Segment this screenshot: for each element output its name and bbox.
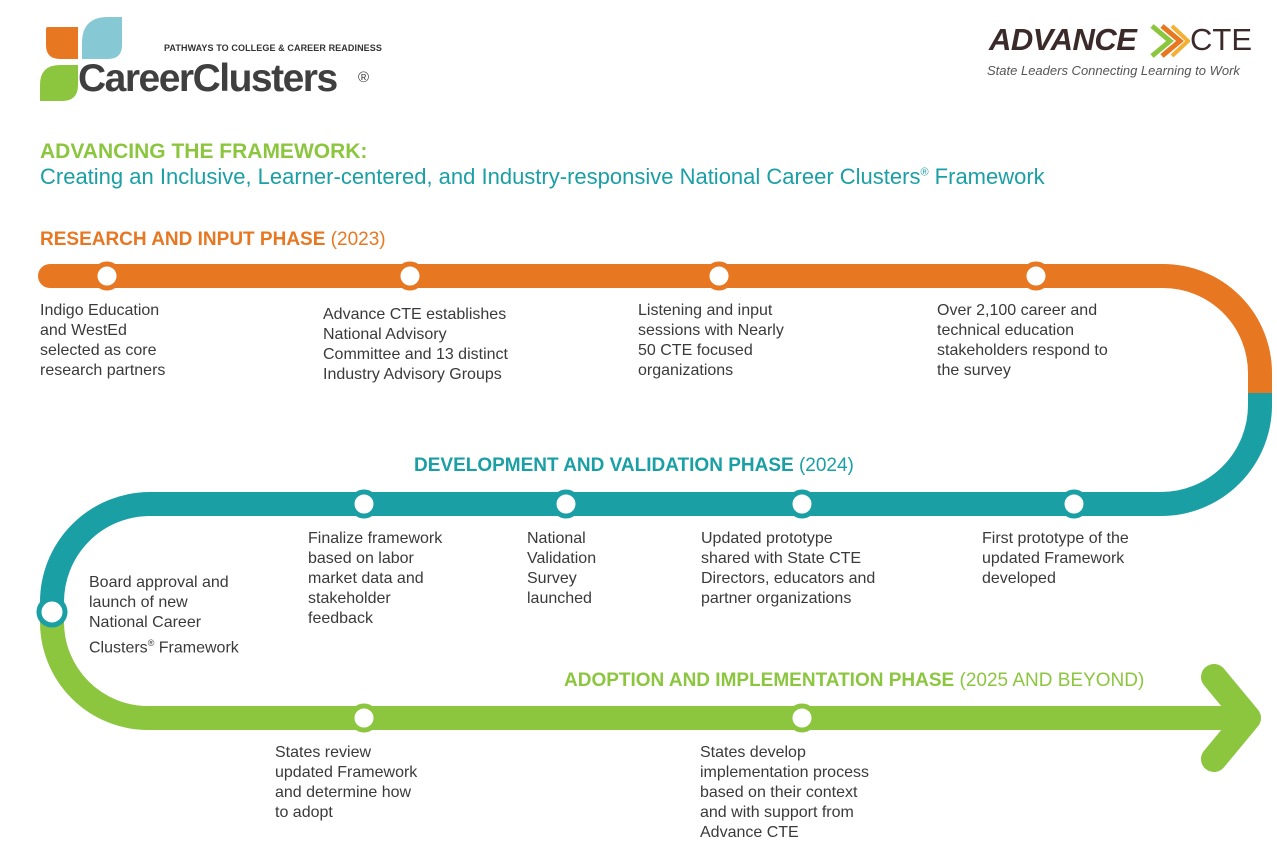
milestone-line: First prototype of the <box>982 530 1129 547</box>
milestone-survey-response: Over 2,100 career and technical educatio… <box>937 301 1108 381</box>
milestone-validation-survey: National Validation Survey launched <box>527 529 596 609</box>
milestone-line: implementation process <box>700 764 869 781</box>
milestone-line: technical education <box>937 322 1074 339</box>
milestone-line: Finalize framework <box>308 530 443 547</box>
phase-name: RESEARCH AND INPUT PHASE <box>40 229 326 250</box>
page-headline: ADVANCING THE FRAMEWORK: <box>40 140 368 163</box>
phase-year: (2024) <box>798 455 854 476</box>
milestone-line: organizations <box>638 362 734 379</box>
milestone-line: stakeholder <box>308 590 391 607</box>
node-research-4 <box>1021 261 1051 291</box>
milestone-line: based on labor <box>308 550 414 567</box>
node-development-1 <box>1059 489 1089 519</box>
node-research-2 <box>395 261 425 291</box>
phase-label-research: RESEARCH AND INPUT PHASE (2023) <box>40 229 386 251</box>
milestone-line: selected as core <box>40 342 157 359</box>
milestone-line: Board approval and <box>89 574 229 591</box>
milestone-line: Industry Advisory Groups <box>323 366 502 383</box>
milestone-board-approval: Board approval and launch of new Nationa… <box>89 573 239 658</box>
node-development-2 <box>787 489 817 519</box>
milestone-finalize-framework: Finalize framework based on labor market… <box>308 529 442 629</box>
node-research-3 <box>704 261 734 291</box>
subhead-reg: ® <box>920 166 929 179</box>
logo-name: CareerClusters <box>78 57 338 100</box>
page-subheadline: Creating an Inclusive, Learner-centered,… <box>40 164 1045 190</box>
partner-tagline: State Leaders Connecting Learning to Wor… <box>987 63 1240 78</box>
milestone-line: and WestEd <box>40 322 127 339</box>
milestone-line: and with support from <box>700 804 854 821</box>
research-track <box>38 264 1272 405</box>
milestone-line: the survey <box>937 362 1011 379</box>
milestone-line: Directors, educators and <box>701 570 876 587</box>
milestone-line: States develop <box>700 744 806 761</box>
milestone-research-partners: Indigo Education and WestEd selected as … <box>40 301 165 381</box>
partner-logo-word: ADVANCE <box>989 22 1137 57</box>
phase-year: (2023) <box>330 229 386 250</box>
logo-registered-mark: ® <box>358 69 370 86</box>
development-track <box>40 393 1272 612</box>
milestone-line: National <box>527 530 586 547</box>
milestone-line: launched <box>527 590 592 607</box>
milestone-line: partner organizations <box>701 590 852 607</box>
milestone-advisory-committee: Advance CTE establishes National Advisor… <box>323 305 508 385</box>
milestone-first-prototype: First prototype of the updated Framework… <box>982 529 1129 589</box>
node-adoption-2 <box>787 703 817 733</box>
milestone-line: Advance CTE establishes <box>323 306 507 323</box>
milestone-states-develop: States develop implementation process ba… <box>700 743 869 843</box>
phase-name: DEVELOPMENT AND VALIDATION PHASE <box>414 455 794 476</box>
node-development-4 <box>349 489 379 519</box>
milestone-line: and determine how <box>275 784 412 801</box>
node-development-3 <box>551 489 581 519</box>
milestone-line: Over 2,100 career and <box>937 302 1098 319</box>
milestone-line: Listening and input <box>638 302 773 319</box>
milestone-line: to adopt <box>275 804 333 821</box>
subhead-text: Creating an Inclusive, Learner-centered,… <box>40 164 921 189</box>
milestone-line: Clusters® Framework <box>89 633 239 658</box>
phase-label-development: DEVELOPMENT AND VALIDATION PHASE (2024) <box>414 455 854 477</box>
phase-name: ADOPTION AND IMPLEMENTATION PHASE <box>564 670 955 691</box>
milestone-line: 50 CTE focused <box>638 342 753 359</box>
milestone-line: based on their context <box>700 784 858 801</box>
milestone-states-review: States review updated Framework and dete… <box>275 743 417 823</box>
milestone-line: Survey <box>527 570 577 587</box>
board-line-reg: ® <box>147 638 155 648</box>
board-line-text: Clusters <box>89 639 148 657</box>
milestone-line: Indigo Education <box>40 302 160 319</box>
milestone-line: Updated prototype <box>701 530 833 547</box>
phase-label-adoption: ADOPTION AND IMPLEMENTATION PHASE (2025 … <box>564 670 1144 692</box>
board-line-end: Framework <box>154 639 239 657</box>
milestone-line: Committee and 13 distinct <box>323 346 508 363</box>
partner-logo-cte: CTE <box>1190 22 1252 57</box>
milestone-line: National Career <box>89 614 202 631</box>
arrow-head <box>1201 664 1261 772</box>
career-clusters-logo-mark <box>40 17 122 101</box>
milestone-line: launch of new <box>89 594 188 611</box>
milestone-line: shared with State CTE <box>701 550 862 567</box>
milestone-line: developed <box>982 570 1056 587</box>
logo-tagline: PATHWAYS TO COLLEGE & CAREER READINESS <box>164 43 382 53</box>
milestone-line: Advance CTE <box>700 824 799 841</box>
milestone-line: National Advisory <box>323 326 447 343</box>
milestone-line: updated Framework <box>275 764 418 781</box>
milestone-listening-sessions: Listening and input sessions with Nearly… <box>638 301 784 381</box>
milestone-line: sessions with Nearly <box>638 322 784 339</box>
milestone-line: research partners <box>40 362 166 379</box>
milestone-line: market data and <box>308 570 424 587</box>
milestone-line: stakeholders respond to <box>937 342 1108 359</box>
milestone-line: updated Framework <box>982 550 1125 567</box>
node-adoption-1 <box>349 703 379 733</box>
node-research-1 <box>92 261 122 291</box>
milestone-updated-prototype: Updated prototype shared with State CTE … <box>701 529 875 609</box>
adoption-track <box>40 612 1240 730</box>
milestone-line: feedback <box>308 610 373 627</box>
chevron-arrow-icon <box>1150 24 1190 58</box>
milestone-line: States review <box>275 744 372 761</box>
subhead-end: Framework <box>928 164 1045 189</box>
node-board <box>36 596 68 628</box>
phase-year: (2025 AND BEYOND) <box>959 670 1145 691</box>
milestone-line: Validation <box>527 550 597 567</box>
